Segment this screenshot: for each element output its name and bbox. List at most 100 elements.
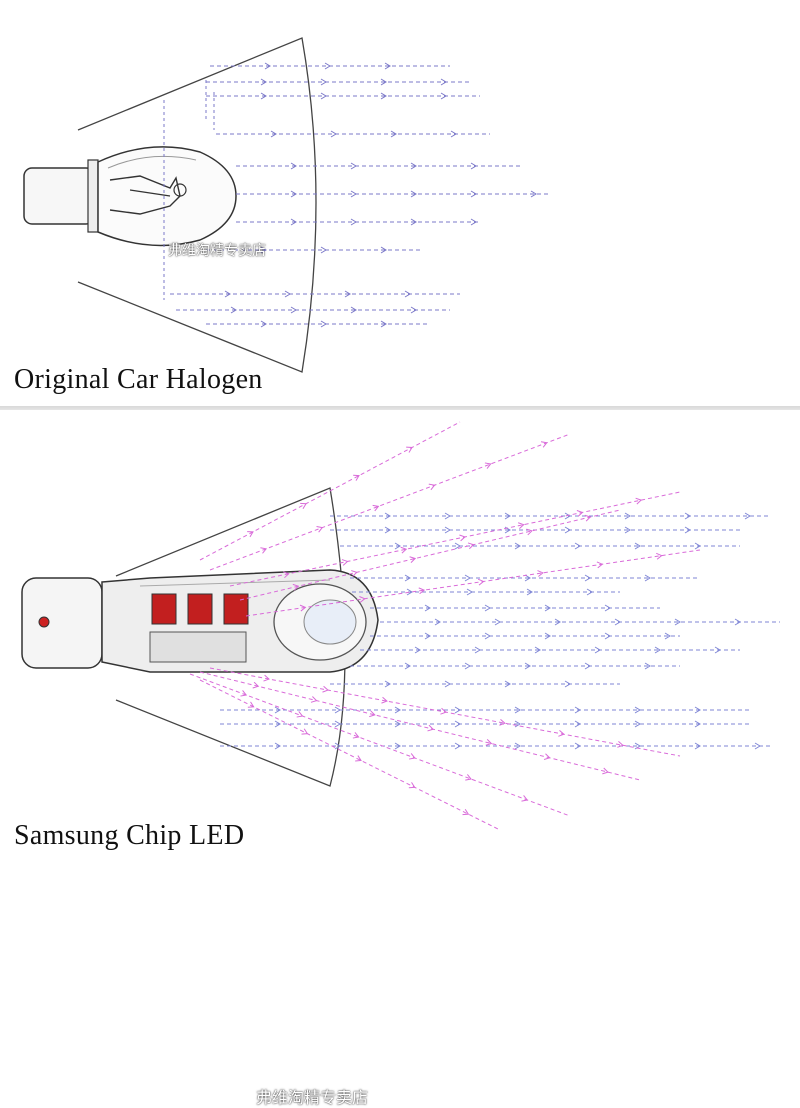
- led-spread-beam-arrowhead: [351, 570, 358, 577]
- led-spread-beam-arrowhead: [292, 583, 300, 591]
- halogen-beam-arrowhead: [290, 162, 297, 170]
- led-horizontal-beam-arrowhead: [454, 720, 461, 728]
- halogen-beam-arrowhead: [320, 320, 327, 328]
- caption-halogen: Original Car Halogen: [14, 364, 263, 395]
- halogen-panel: 弗维淘精专卖店 Original Car Halogen: [0, 0, 800, 410]
- led-horizontal-beam-arrowhead: [544, 604, 551, 612]
- led-horizontal-beam-arrowhead: [404, 574, 411, 582]
- led-spread-beam-arrowhead: [540, 441, 548, 448]
- halogen-beam-arrowhead: [260, 246, 267, 254]
- led-horizontal-beam-arrowhead: [444, 526, 451, 534]
- halogen-beam-arrowhead: [230, 306, 237, 314]
- led-horizontal-beam-arrowhead: [464, 574, 471, 582]
- halogen-beam-arrowhead: [380, 92, 387, 100]
- led-spread-beam-arrowhead: [260, 547, 268, 554]
- led-horizontal-beam-arrowhead: [524, 662, 531, 670]
- led-horizontal-beam-arrowhead: [594, 646, 601, 654]
- led-horizontal-beam-arrowhead: [644, 662, 651, 670]
- led-spread-beam-arrowhead: [263, 674, 270, 682]
- led-spread-beam-arrowhead: [406, 446, 413, 453]
- halogen-beam-arrowhead: [440, 92, 447, 100]
- led-spread-beam-arrowhead: [656, 552, 663, 560]
- led-spread-beam: [199, 421, 461, 561]
- led-horizontal-beam-arrowhead: [754, 742, 761, 750]
- halogen-beam-arrowhead: [350, 162, 357, 170]
- led-horizontal-beam-arrowhead: [694, 706, 701, 714]
- halogen-beam-arrowhead: [350, 190, 357, 198]
- led-diagram: [21, 421, 780, 831]
- led-spread-beam-arrowhead: [596, 561, 604, 569]
- halogen-beam-arrowhead: [410, 190, 417, 198]
- led-spread-beam: [239, 509, 621, 601]
- led-spread-beam-arrowhead: [408, 782, 416, 789]
- led-spread-beam-arrowhead: [381, 696, 388, 704]
- halogen-beam-arrowhead: [404, 290, 411, 298]
- halogen-beam-arrowhead: [344, 290, 351, 298]
- led-spread-beam-arrowhead: [484, 462, 492, 469]
- led-horizontal-beam-arrowhead: [424, 604, 431, 612]
- led-horizontal-beam-arrowhead: [564, 680, 571, 688]
- led-horizontal-beam-arrowhead: [406, 588, 413, 596]
- led-horizontal-beam-arrowhead: [654, 646, 661, 654]
- halogen-beam-arrowhead: [264, 62, 271, 70]
- led-spread-beam-arrowhead: [558, 730, 565, 737]
- halogen-beam-arrowhead: [410, 218, 417, 226]
- led-horizontal-beam-arrowhead: [574, 742, 581, 750]
- led-horizontal-beam-arrowhead: [394, 742, 401, 750]
- led-horizontal-beam-arrowhead: [634, 706, 641, 714]
- halogen-beam-arrowhead: [410, 162, 417, 170]
- led-horizontal-beam-arrowhead: [334, 720, 341, 728]
- led-spread-beam-arrowhead: [499, 718, 506, 726]
- led-spread-beam-arrowhead: [355, 755, 362, 762]
- halogen-beam-arrowhead: [260, 92, 267, 100]
- led-horizontal-beam-arrowhead: [564, 512, 571, 520]
- led-horizontal-beam-arrowhead: [714, 646, 721, 654]
- led-spread-beam-arrowhead: [240, 690, 248, 697]
- led-spread-beam-arrowhead: [467, 542, 475, 550]
- led-spread-beam-arrowhead: [369, 710, 376, 718]
- led-spread-beam-arrowhead: [300, 502, 307, 509]
- led-horizontal-beam-arrowhead: [414, 646, 421, 654]
- led-horizontal-beam-arrowhead: [574, 542, 581, 550]
- led-horizontal-beam-arrowhead: [554, 618, 561, 626]
- led-horizontal-beam-arrowhead: [734, 618, 741, 626]
- led-horizontal-beam-arrowhead: [604, 604, 611, 612]
- led-spread-beam-arrowhead: [409, 556, 417, 563]
- led-horizontal-beam-arrowhead: [384, 680, 391, 688]
- led-spread-beam-arrowhead: [296, 711, 304, 718]
- halogen-beam-arrowhead: [290, 218, 297, 226]
- led-horizontal-beam-arrowhead: [484, 604, 491, 612]
- led-horizontal-beam-arrowhead: [574, 706, 581, 714]
- halogen-bulb-icon: [23, 146, 237, 247]
- led-horizontal-beam-arrowhead: [504, 512, 511, 520]
- led-spread-beam-arrowhead: [418, 587, 426, 595]
- led-bulb-icon: [21, 569, 379, 673]
- halogen-beam-arrowhead: [530, 190, 537, 198]
- watermark-top: 弗维淘精专卖店: [168, 243, 266, 259]
- led-spread-beam-arrowhead: [427, 724, 435, 732]
- led-horizontal-beam-arrowhead: [564, 526, 571, 534]
- led-spread-beam-arrowhead: [252, 681, 260, 689]
- led-horizontal-beam-arrowhead: [504, 680, 511, 688]
- led-spread-beam-arrowhead: [400, 546, 408, 554]
- led-spread-beam-arrowhead: [477, 578, 485, 586]
- led-horizontal-beam-arrowhead: [526, 588, 533, 596]
- led-spread-beam-arrowhead: [635, 497, 643, 505]
- halogen-beam-arrowhead: [260, 78, 267, 86]
- led-spread-beams: [189, 421, 701, 831]
- led-horizontal-beam-arrowhead: [634, 542, 641, 550]
- led-horizontal-beam-arrowhead: [334, 742, 341, 750]
- led-spread-beam-arrowhead: [322, 685, 329, 693]
- halogen-beam-arrowhead: [290, 306, 297, 314]
- led-spread-beam: [199, 679, 501, 831]
- halogen-beam-arrowhead: [320, 78, 327, 86]
- led-horizontal-beam-arrowhead: [634, 720, 641, 728]
- led-horizontal-beam-arrowhead: [454, 742, 461, 750]
- led-spread-beam-arrowhead: [576, 510, 584, 517]
- led-horizontal-beam-arrowhead: [694, 542, 701, 550]
- halogen-beam-arrowhead: [290, 190, 297, 198]
- led-horizontal-beam-arrowhead: [274, 706, 281, 714]
- halogen-beam-arrowhead: [390, 130, 397, 138]
- led-horizontal-beam-arrowhead: [644, 574, 651, 582]
- halogen-beams: [170, 62, 550, 328]
